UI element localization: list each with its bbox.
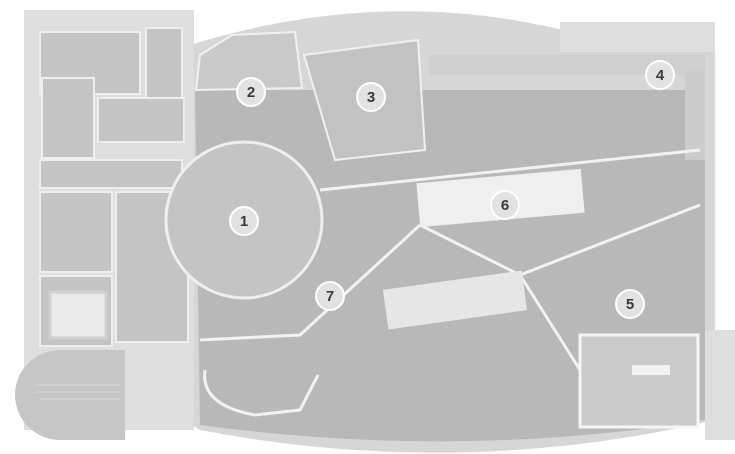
marker-label: 1 bbox=[240, 213, 248, 230]
map-marker-6[interactable]: 6 bbox=[490, 190, 520, 220]
marker-label: 4 bbox=[656, 67, 665, 84]
map-marker-3[interactable]: 3 bbox=[356, 82, 386, 112]
service-rooms bbox=[39, 27, 189, 347]
skylight bbox=[48, 290, 108, 340]
marker-label: 7 bbox=[326, 288, 334, 305]
room-block bbox=[39, 159, 183, 189]
room-2 bbox=[194, 30, 304, 92]
marker-badge bbox=[615, 289, 645, 319]
gallery-5-room bbox=[578, 333, 700, 429]
marker-badge bbox=[229, 206, 259, 236]
marker-badge bbox=[315, 281, 345, 311]
display-case-central bbox=[382, 270, 528, 330]
marker-layer: 1 2 3 4 5 6 7 bbox=[229, 60, 675, 319]
marker-badge bbox=[645, 60, 675, 90]
marker-badge bbox=[490, 190, 520, 220]
stair-tower bbox=[15, 350, 125, 440]
gallery-5-display bbox=[632, 365, 670, 375]
map-marker-1[interactable]: 1 bbox=[229, 206, 259, 236]
marker-badge bbox=[236, 77, 266, 107]
marker-badge bbox=[356, 82, 386, 112]
room-block bbox=[39, 191, 113, 273]
map-marker-5[interactable]: 5 bbox=[615, 289, 645, 319]
marker-label: 3 bbox=[367, 89, 375, 106]
marker-label: 5 bbox=[626, 296, 634, 313]
marker-label: 2 bbox=[247, 84, 255, 101]
right-bottom-block bbox=[705, 330, 735, 440]
stair-steps bbox=[35, 384, 120, 400]
gallery-strip bbox=[430, 55, 705, 75]
room-block bbox=[145, 27, 183, 99]
gallery-4-wall bbox=[685, 70, 705, 160]
room-block bbox=[97, 97, 185, 143]
map-marker-4[interactable]: 4 bbox=[645, 60, 675, 90]
restroom-block bbox=[41, 77, 95, 159]
map-marker-7[interactable]: 7 bbox=[315, 281, 345, 311]
map-marker-2[interactable]: 2 bbox=[236, 77, 266, 107]
right-top-block bbox=[560, 22, 715, 52]
marker-label: 6 bbox=[501, 197, 509, 214]
